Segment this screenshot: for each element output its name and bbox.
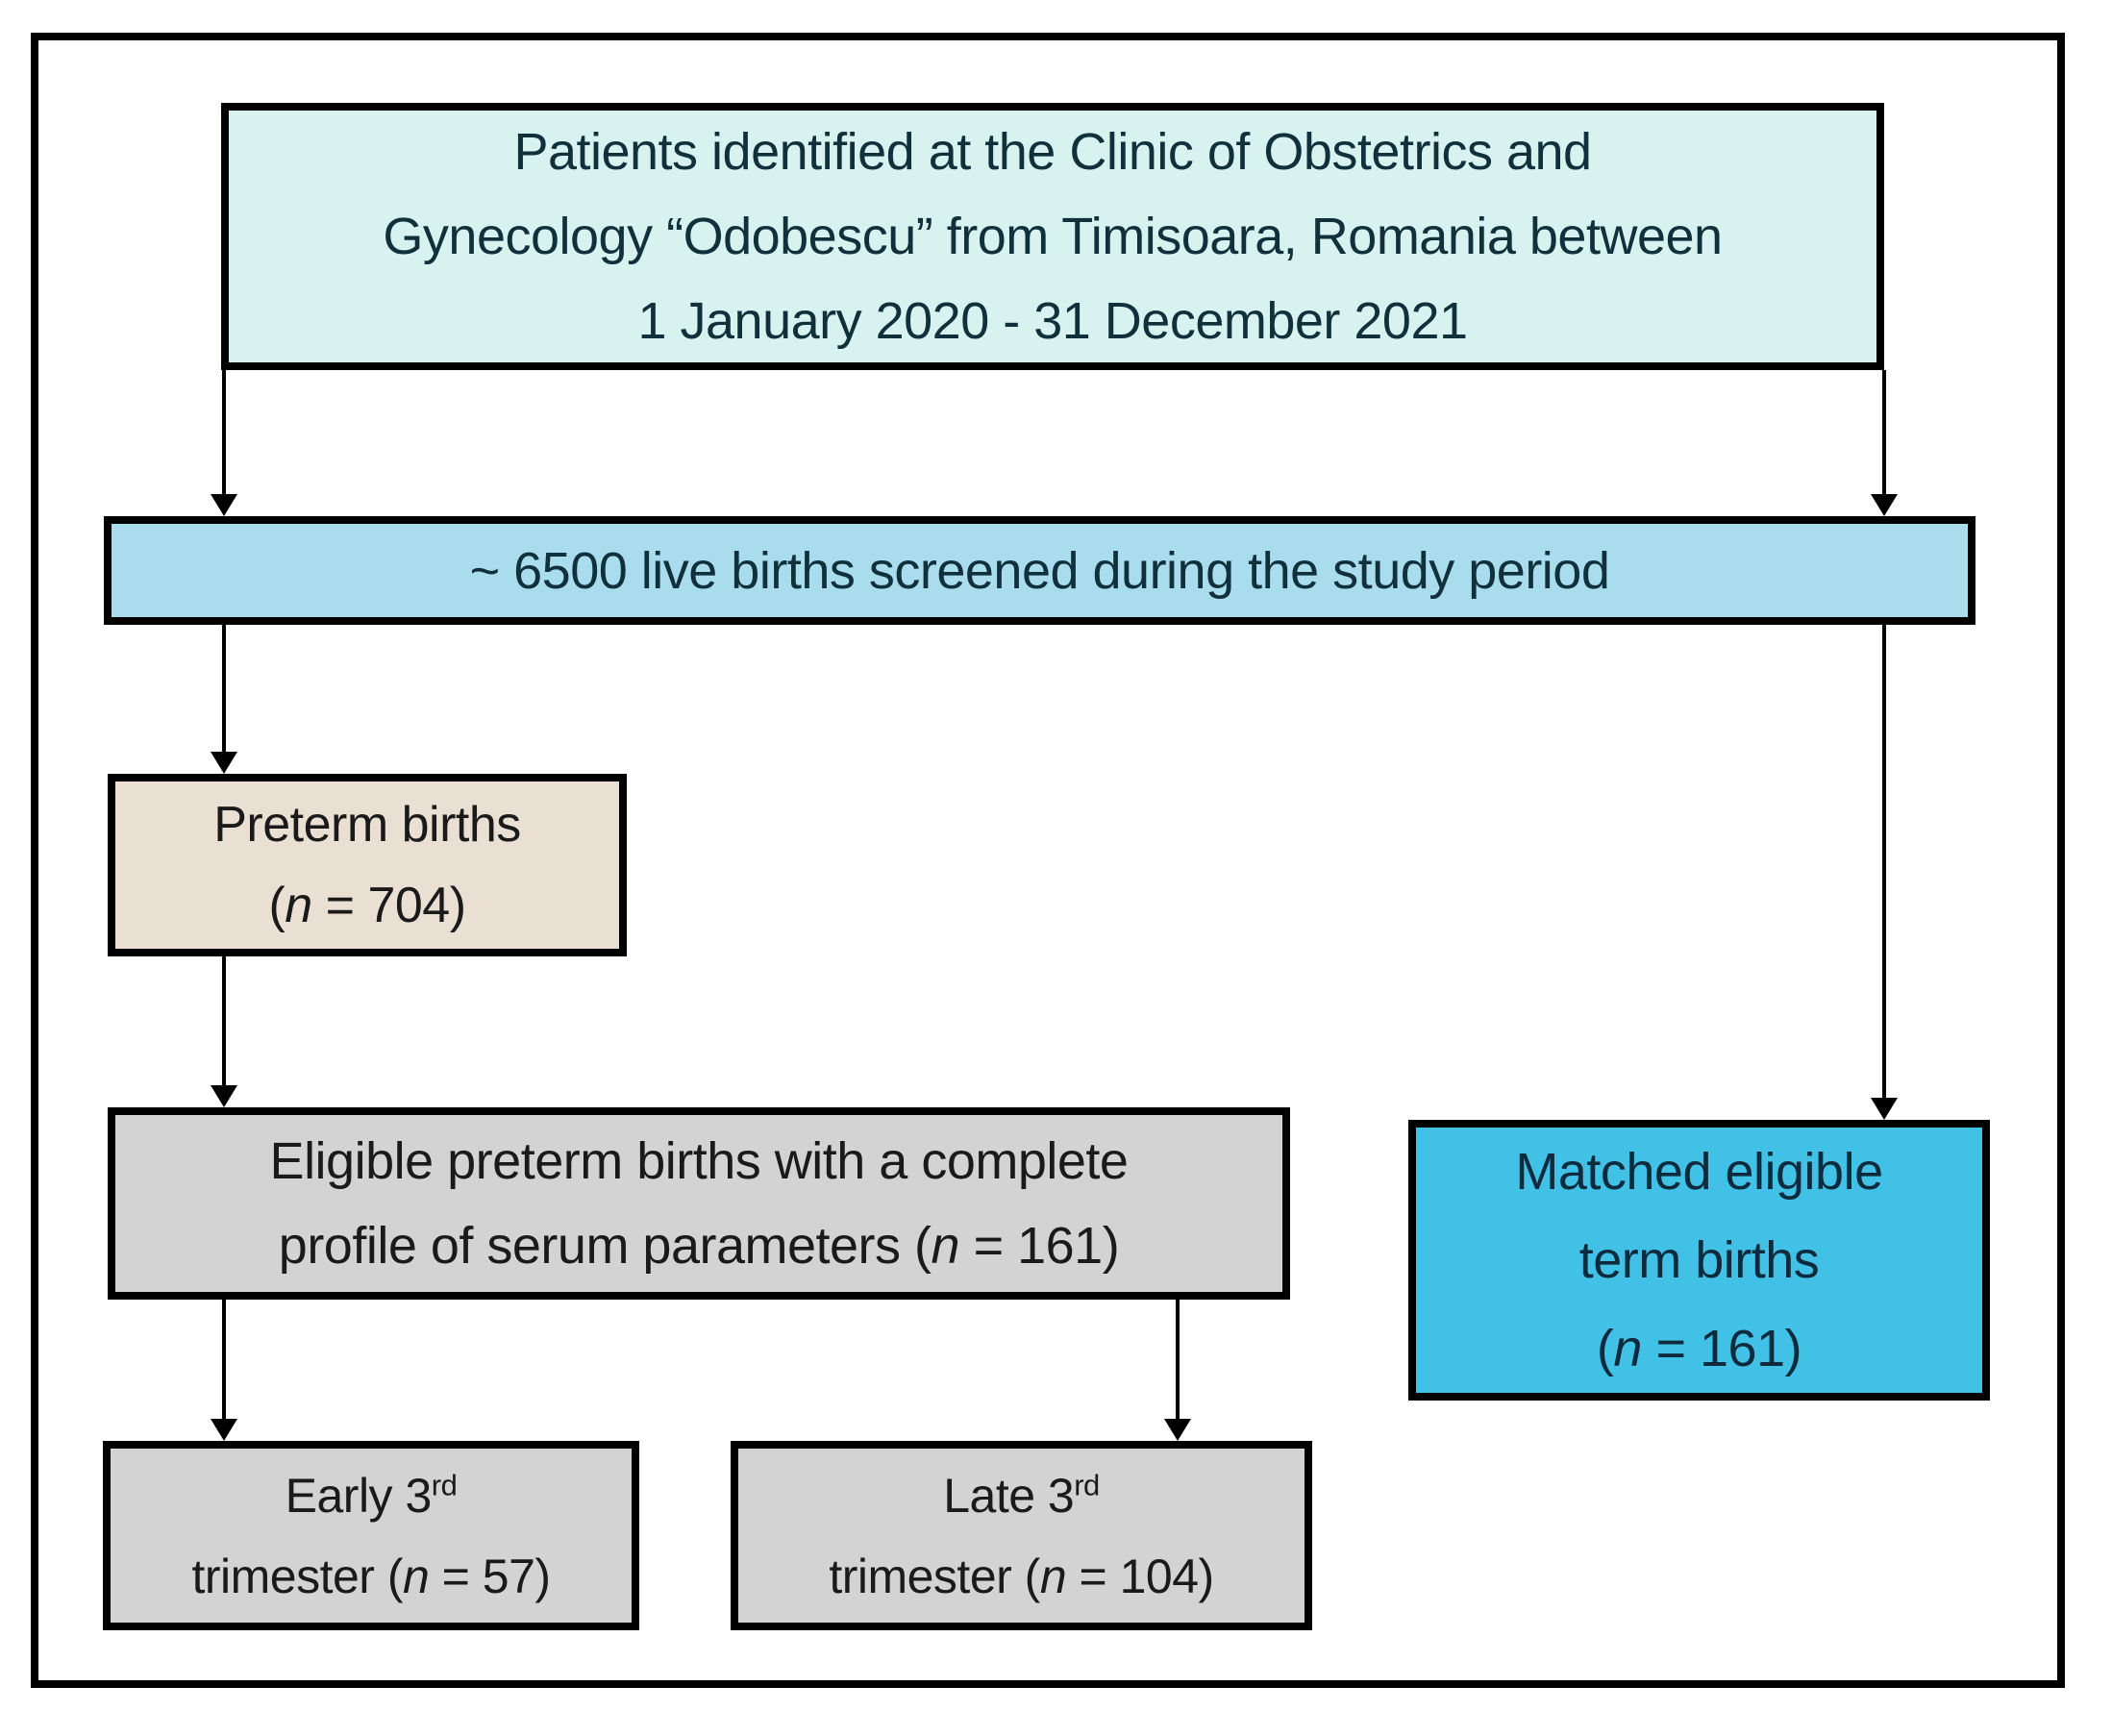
box-patients-identified: Patients identified at the Clinic of Obs… (221, 103, 1884, 370)
matched-count: = 161) (1641, 1320, 1802, 1377)
arrow-head-down-icon (1871, 494, 1898, 516)
late-line-1: Late 3rd (943, 1455, 1100, 1536)
arrow-stem (222, 956, 226, 1085)
arrow-head-down-icon (211, 1419, 237, 1441)
matched-paren-open: ( (1596, 1320, 1614, 1377)
early-ordinal-suffix: rd (431, 1467, 458, 1501)
arrow-patients-to-screened-right (1870, 370, 1899, 516)
arrow-stem (1882, 370, 1886, 494)
late-count: = 104) (1066, 1549, 1215, 1603)
arrow-head-down-icon (211, 494, 237, 516)
arrow-head-down-icon (1164, 1419, 1191, 1441)
box-eligible-preterm-births: Eligible preterm births with a complete … (108, 1107, 1290, 1300)
early-line-2-prefix: trimester ( (191, 1549, 403, 1603)
eligible-n-italic: n (931, 1217, 960, 1275)
matched-n-italic: n (1613, 1320, 1642, 1377)
matched-line-2: term births (1578, 1231, 1820, 1289)
preterm-line-2: (n = 704) (268, 865, 466, 946)
late-line-2-prefix: trimester ( (829, 1549, 1040, 1603)
early-line-1: Early 3rd (286, 1455, 458, 1536)
preterm-count: = 704) (311, 878, 466, 933)
late-line-2: trimester (n = 104) (829, 1536, 1215, 1617)
box-matched-term-births: Matched eligible term births (n = 161) (1408, 1120, 1990, 1401)
early-n-italic: n (402, 1549, 430, 1603)
arrow-stem (222, 370, 226, 494)
arrow-patients-to-screened-left (210, 370, 238, 516)
arrow-head-down-icon (211, 752, 237, 774)
arrow-stem (1176, 1300, 1180, 1419)
box-late-third-trimester: Late 3rd trimester (n = 104) (731, 1441, 1312, 1630)
eligible-line-2: profile of serum parameters (n = 161) (278, 1203, 1120, 1288)
eligible-count: = 161) (959, 1217, 1120, 1275)
patients-line-2: Gynecology “Odobescu” from Timisoara, Ro… (383, 208, 1723, 265)
arrow-preterm-to-eligible (210, 956, 238, 1107)
late-ordinal-suffix: rd (1074, 1467, 1100, 1501)
patients-line-1: Patients identified at the Clinic of Obs… (513, 123, 1592, 181)
box-live-births-screened: ~ 6500 live births screened during the s… (104, 516, 1975, 625)
box-early-third-trimester: Early 3rd trimester (n = 57) (103, 1441, 639, 1630)
matched-line-1: Matched eligible (1515, 1143, 1883, 1201)
early-line-2: trimester (n = 57) (191, 1536, 551, 1617)
arrow-stem (222, 1300, 226, 1419)
early-count: = 57) (429, 1549, 551, 1603)
arrow-head-down-icon (211, 1085, 237, 1107)
arrow-screened-to-matched (1870, 625, 1899, 1120)
late-label: Late 3 (943, 1468, 1075, 1523)
arrow-stem (1882, 625, 1886, 1098)
patients-line-3: 1 January 2020 - 31 December 2021 (637, 292, 1468, 350)
arrow-eligible-to-late (1163, 1300, 1192, 1441)
arrow-screened-to-preterm (210, 625, 238, 774)
late-n-italic: n (1039, 1549, 1067, 1603)
arrow-head-down-icon (1871, 1098, 1898, 1120)
preterm-line-1: Preterm births (213, 797, 521, 853)
preterm-paren-open: ( (268, 878, 286, 933)
early-label: Early 3 (285, 1468, 433, 1523)
matched-line-3: (n = 161) (1596, 1304, 1802, 1393)
arrow-eligible-to-early (210, 1300, 238, 1441)
eligible-line-1: Eligible preterm births with a complete (269, 1132, 1129, 1190)
box-preterm-births: Preterm births (n = 704) (108, 774, 627, 956)
arrow-stem (222, 625, 226, 752)
screened-label: ~ 6500 live births screened during the s… (469, 541, 1610, 600)
eligible-line-2-prefix: profile of serum parameters ( (278, 1217, 932, 1275)
outer-border (31, 33, 2065, 1688)
preterm-n-italic: n (285, 878, 312, 933)
